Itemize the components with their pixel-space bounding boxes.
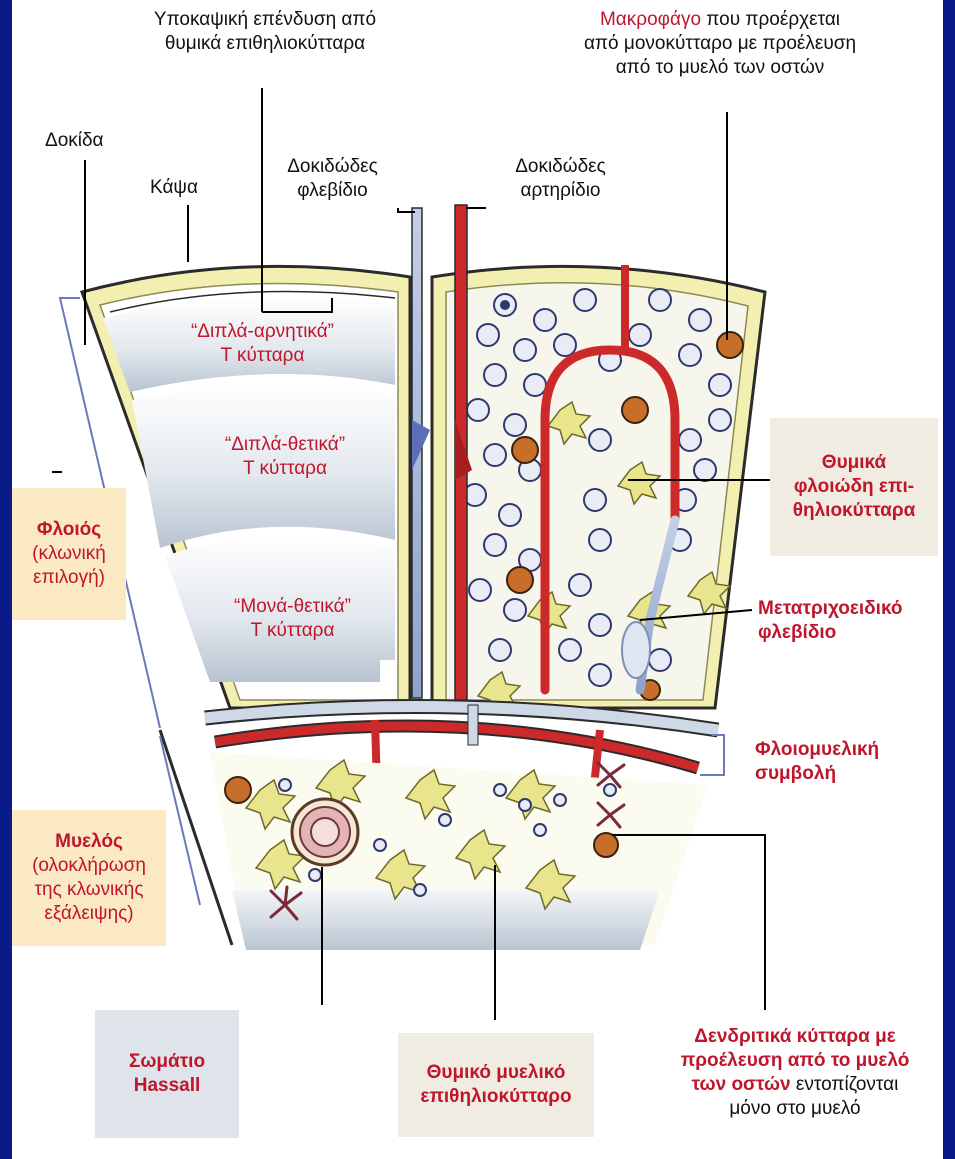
cortical-epithelial-label: Θυμικά φλοιώδη επι- θηλιοκύτταρα bbox=[770, 418, 938, 556]
right-lobule bbox=[432, 265, 765, 714]
postcapillary-venule-label: Μετατριχοειδικό φλεβίδιο bbox=[758, 597, 903, 645]
cortex-label: Φλοιός (κλωνική επιλογή) bbox=[12, 488, 126, 620]
macrophage-label: Μακροφάγο που προέρχεται από μονοκύτταρο… bbox=[520, 8, 920, 80]
medullary-epithelial-label: Θυμικό μυελικό επιθηλιοκύτταρο bbox=[398, 1033, 594, 1137]
capsule-lining-label: Υποκαψική επένδυση από θυμικά επιθηλιοκύ… bbox=[110, 8, 420, 56]
double-negative-label: “Διπλά-αρνητικά” Τ κύτταρα bbox=[155, 320, 370, 368]
trabecular-arteriole-label: Δοκιδώδες αρτηρίδιο bbox=[488, 155, 633, 203]
hassall-corpuscle-label: Σωμάτιο Hassall bbox=[95, 1010, 239, 1138]
corticomedullary-junction-label: Φλοιομυελική συμβολή bbox=[755, 738, 879, 786]
junction-bracket bbox=[700, 735, 724, 775]
capsule-label: Κάψα bbox=[150, 176, 198, 200]
trabecular-venule-label: Δοκιδώδες φλεβίδιο bbox=[260, 155, 405, 203]
trabecula-label: Δοκίδα bbox=[45, 129, 104, 153]
postcapillary-venule-bulge bbox=[622, 622, 650, 678]
medulla-label: Μυελός (ολοκλήρωση της κλωνικής εξάλειψη… bbox=[12, 810, 166, 946]
hassall-corpuscle bbox=[292, 799, 358, 865]
double-positive-label: “Διπλά-θετικά” Τ κύτταρα bbox=[180, 433, 390, 481]
medulla-region bbox=[160, 730, 708, 950]
medulla-bracket bbox=[160, 736, 200, 905]
single-positive-label: “Μονά-θετικά” Τ κύτταρα bbox=[195, 595, 390, 643]
dendritic-cells-label: Δενδριτικά κύτταρα με προέλευση από το μ… bbox=[650, 1025, 940, 1121]
